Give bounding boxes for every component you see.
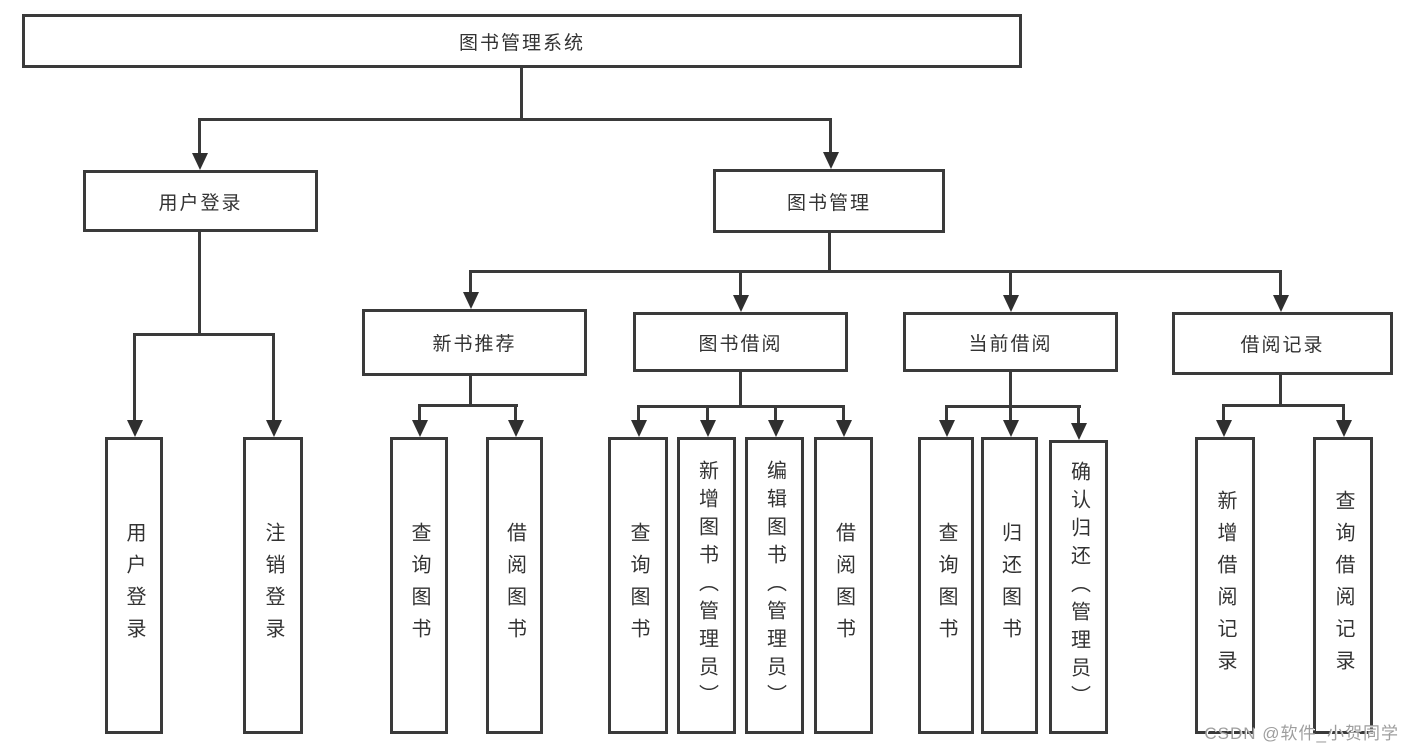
- arrow-down-icon: [939, 420, 955, 437]
- leaf-edit-books-admin: 编辑图书（管理员）: [745, 437, 804, 734]
- leaf-logout: 注销登录: [243, 437, 303, 734]
- arrow-down-icon: [192, 153, 208, 170]
- connector-line: [945, 405, 948, 422]
- connector-line: [1279, 270, 1282, 297]
- arrow-down-icon: [700, 420, 716, 437]
- arrow-down-icon: [127, 420, 143, 437]
- connector-line: [1279, 375, 1282, 407]
- leaf-return-books: 归还图书: [981, 437, 1038, 734]
- connector-line: [637, 405, 845, 408]
- node-current-borrowing: 当前借阅: [903, 312, 1118, 372]
- leaf-query-borrow-record: 查询借阅记录: [1313, 437, 1373, 734]
- node-library-management-system: 图书管理系统: [22, 14, 1022, 68]
- connector-line: [418, 404, 518, 407]
- leaf-query-books: 查询图书: [918, 437, 974, 734]
- connector-line: [739, 270, 742, 297]
- connector-line: [774, 405, 777, 422]
- connector-line: [469, 270, 1282, 273]
- arrow-down-icon: [1336, 420, 1352, 437]
- node-user-login: 用户登录: [83, 170, 318, 232]
- arrow-down-icon: [1003, 420, 1019, 437]
- connector-line: [945, 405, 1081, 408]
- connector-line: [1009, 372, 1012, 408]
- connector-line: [469, 376, 472, 407]
- connector-line: [1222, 404, 1345, 407]
- arrow-down-icon: [463, 292, 479, 309]
- connector-line: [198, 118, 832, 121]
- arrow-down-icon: [733, 295, 749, 312]
- arrow-down-icon: [1071, 423, 1087, 440]
- node-book-management: 图书管理: [713, 169, 945, 233]
- connector-line: [842, 405, 845, 422]
- leaf-borrow-books: 借阅图书: [814, 437, 873, 734]
- connector-line: [706, 405, 709, 422]
- node-borrowing-records: 借阅记录: [1172, 312, 1393, 375]
- arrow-down-icon: [1003, 295, 1019, 312]
- connector-line: [133, 333, 275, 336]
- connector-line: [828, 233, 831, 273]
- connector-line: [1222, 404, 1225, 422]
- connector-line: [514, 404, 517, 422]
- node-book-borrowing: 图书借阅: [633, 312, 848, 372]
- arrow-down-icon: [823, 152, 839, 169]
- connector-line: [1009, 270, 1012, 297]
- arrow-down-icon: [266, 420, 282, 437]
- leaf-borrow-books: 借阅图书: [486, 437, 543, 734]
- connector-line: [829, 118, 832, 154]
- connector-line: [418, 404, 421, 422]
- leaf-add-borrow-record: 新增借阅记录: [1195, 437, 1255, 734]
- leaf-add-books-admin: 新增图书（管理员）: [677, 437, 736, 734]
- connector-line: [133, 333, 136, 422]
- csdn-watermark: CSDN @软件_小贺同学: [1204, 724, 1399, 743]
- leaf-user-login: 用户登录: [105, 437, 163, 734]
- leaf-confirm-return-admin: 确认归还（管理员）: [1049, 440, 1108, 734]
- arrow-down-icon: [412, 420, 428, 437]
- connector-line: [1342, 404, 1345, 422]
- arrow-down-icon: [836, 420, 852, 437]
- arrow-down-icon: [631, 420, 647, 437]
- arrow-down-icon: [1273, 295, 1289, 312]
- connector-line: [198, 118, 201, 155]
- arrow-down-icon: [1216, 420, 1232, 437]
- leaf-query-books: 查询图书: [608, 437, 668, 734]
- connector-line: [1009, 405, 1012, 422]
- connector-line: [520, 68, 523, 120]
- arrow-down-icon: [768, 420, 784, 437]
- connector-line: [739, 372, 742, 408]
- connector-line: [1077, 405, 1080, 425]
- connector-line: [637, 405, 640, 422]
- node-new-book-recommendation: 新书推荐: [362, 309, 587, 376]
- connector-line: [469, 270, 472, 294]
- leaf-query-books: 查询图书: [390, 437, 448, 734]
- arrow-down-icon: [508, 420, 524, 437]
- connector-line: [272, 333, 275, 422]
- connector-line: [198, 232, 201, 336]
